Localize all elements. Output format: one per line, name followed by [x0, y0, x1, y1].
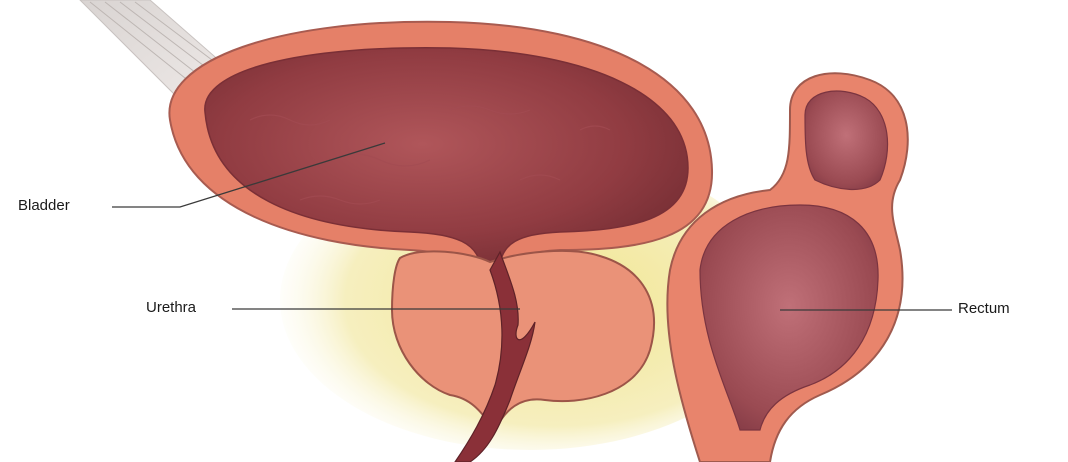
bladder-label: Bladder [18, 197, 70, 214]
rectum-label: Rectum [958, 300, 1010, 317]
urethra-label: Urethra [146, 299, 196, 316]
rectum-upper-lumen [805, 91, 888, 189]
